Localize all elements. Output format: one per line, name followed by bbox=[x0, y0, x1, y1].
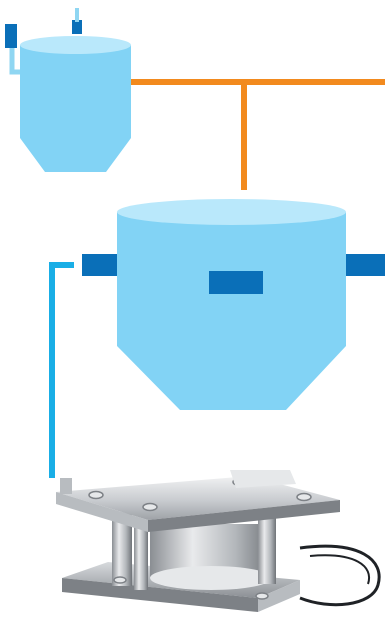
load-cell-body-bottom bbox=[150, 566, 272, 590]
small-tank-nozzle-stem bbox=[75, 8, 79, 22]
small-tank-lid bbox=[20, 36, 131, 54]
small-tank-top-nozzle bbox=[72, 20, 82, 34]
small-tank-left-connector bbox=[5, 24, 17, 48]
large-tank-left-connector bbox=[82, 254, 118, 276]
load-cell-module bbox=[56, 470, 379, 612]
large-tank bbox=[82, 199, 385, 410]
load-cell-cable-loop bbox=[310, 555, 369, 584]
support-column-right bbox=[258, 512, 276, 584]
small-tank-body bbox=[20, 45, 131, 172]
load-cell-top-bracket bbox=[230, 470, 296, 488]
large-tank-lid bbox=[117, 199, 346, 225]
small-tank bbox=[5, 8, 131, 172]
load-cell-corner-post bbox=[60, 478, 72, 494]
blue-signal-line bbox=[52, 265, 74, 478]
large-tank-level-indicator bbox=[209, 271, 263, 294]
orange-signal-line bbox=[110, 82, 385, 190]
large-tank-body bbox=[117, 212, 346, 410]
large-tank-right-connector bbox=[346, 254, 385, 276]
